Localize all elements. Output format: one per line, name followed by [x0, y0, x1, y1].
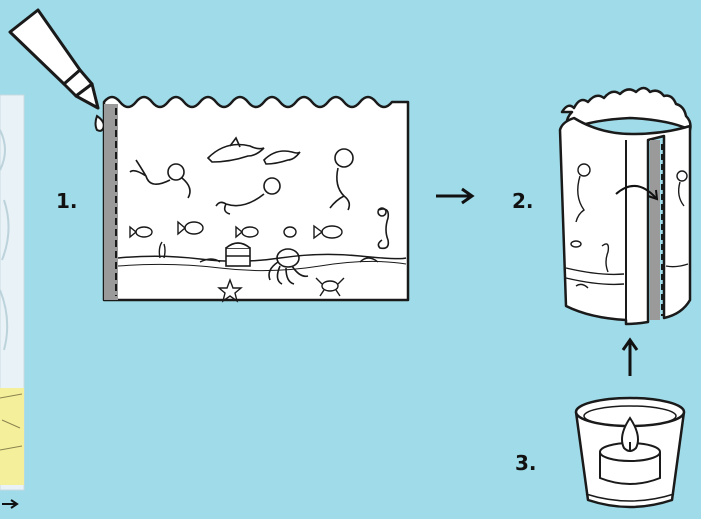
step-2-label: 2. — [512, 189, 534, 213]
treasure-chest-icon — [226, 243, 250, 266]
arrow-up-icon — [623, 340, 637, 376]
tealight-glass-icon — [576, 398, 684, 507]
glue-strip — [650, 140, 660, 320]
step-3-label: 3. — [515, 451, 537, 475]
step-1-label: 1. — [56, 189, 78, 213]
arrow-right-icon — [436, 189, 472, 203]
step-2-rolled-sheet — [560, 88, 691, 324]
step-1-flat-sheet — [104, 97, 408, 301]
finished-lantern-preview — [0, 95, 24, 508]
